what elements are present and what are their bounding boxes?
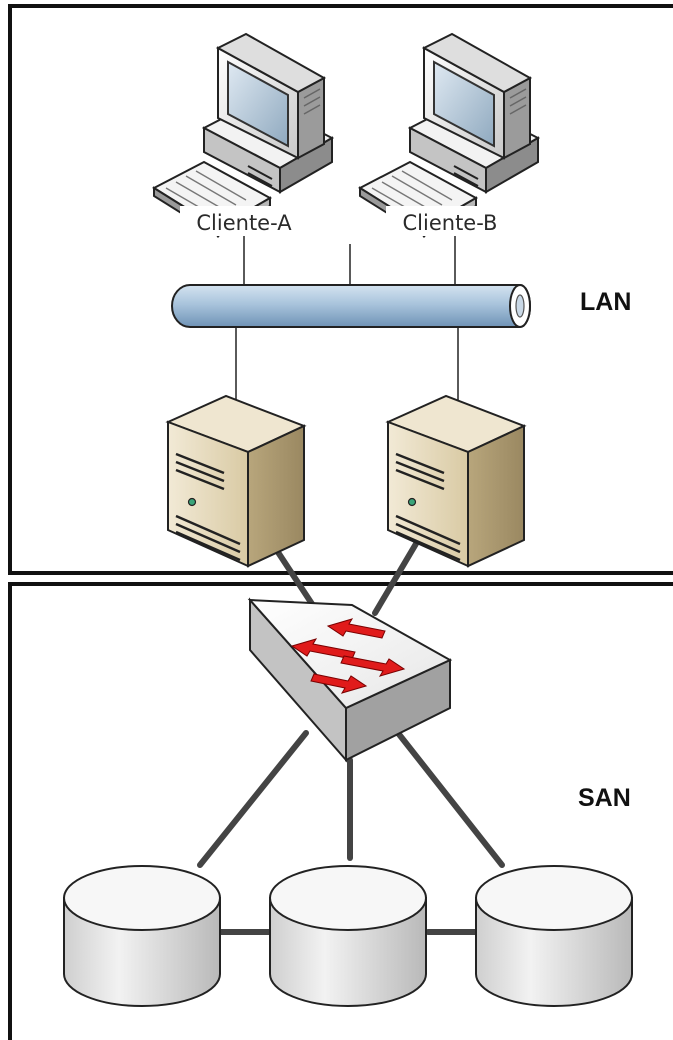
network-switch-icon bbox=[247, 597, 453, 763]
lan-zone bbox=[8, 4, 673, 575]
lan-links bbox=[235, 236, 459, 402]
client-b-label-bg bbox=[386, 206, 514, 236]
client-a-label-bg bbox=[180, 206, 308, 236]
san-label: SAN bbox=[578, 784, 631, 812]
lan-label: LAN bbox=[580, 288, 631, 316]
storage-disk-1-icon bbox=[63, 865, 221, 1007]
storage-disk-2-icon bbox=[269, 865, 427, 1007]
san-zone bbox=[8, 582, 673, 1040]
san-links bbox=[197, 534, 505, 935]
client-a-label: Cliente-A bbox=[196, 211, 292, 235]
lan-bus-icon bbox=[171, 284, 531, 328]
server-b-icon bbox=[386, 394, 526, 568]
server-a-icon bbox=[166, 394, 306, 568]
client-b-computer-icon bbox=[359, 33, 539, 237]
client-a-computer-icon bbox=[153, 33, 333, 237]
client-b-label: Cliente-B bbox=[403, 211, 498, 235]
storage-disk-3-icon bbox=[475, 865, 633, 1007]
